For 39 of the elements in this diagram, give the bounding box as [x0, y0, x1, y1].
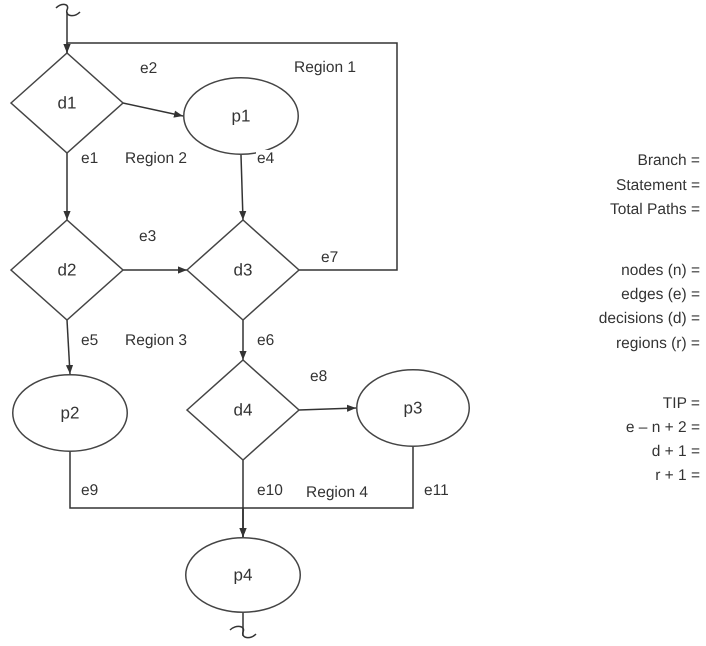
arrow: [123, 266, 187, 274]
process-ellipse: [185, 537, 301, 613]
formula-text: regions (r) =: [616, 335, 700, 352]
region-label: Region 3: [125, 332, 188, 350]
formula-text: Branch =: [638, 152, 700, 170]
region-label: Region 1: [294, 59, 356, 76]
region-label: Region 4: [306, 484, 368, 502]
node-label: d3: [234, 262, 252, 278]
decision-diamond: [187, 220, 299, 320]
arrow: [63, 153, 71, 220]
formula-text: r + 1 =: [655, 467, 700, 484]
process-ellipse: [12, 374, 128, 452]
node-label: p3: [404, 400, 422, 416]
arrow: [239, 320, 247, 360]
arrow: [239, 447, 414, 537]
formula-text: d + 1 =: [652, 443, 700, 460]
process-ellipse: [356, 369, 470, 447]
formula-text: TIP =: [662, 395, 700, 412]
arrow: [122, 102, 184, 118]
node-label: p1: [232, 108, 250, 124]
node-label: d1: [58, 94, 76, 112]
node-label: p2: [60, 404, 80, 422]
formula-text: edges (e) =: [621, 286, 700, 304]
formula-text: Statement =: [616, 177, 700, 194]
decision-diamond: [187, 360, 299, 460]
formula-text: nodes (n) =: [621, 262, 700, 280]
formula-text: e – n + 2 =: [626, 419, 700, 436]
decision-diamond: [11, 220, 123, 320]
node-label: p4: [234, 566, 252, 584]
arrow: [239, 154, 246, 220]
formula-text: decisions (d) =: [598, 310, 700, 328]
formula-text: Total Paths =: [610, 201, 700, 218]
region-label: Region 2: [125, 150, 188, 168]
decision-diamond: [11, 53, 123, 153]
arrow: [66, 320, 74, 374]
arrow: [298, 404, 356, 412]
arrow: [63, 42, 398, 271]
node-label: d4: [234, 402, 252, 418]
node-label: d2: [58, 262, 76, 278]
